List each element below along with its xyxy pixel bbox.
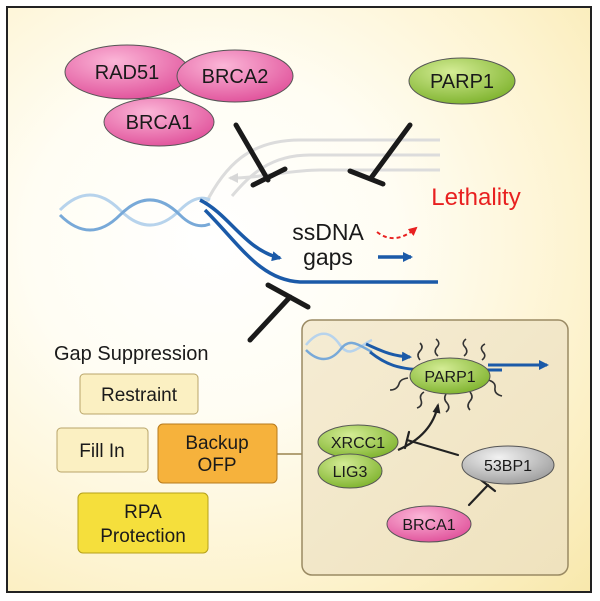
gap-suppression-heading: Gap Suppression xyxy=(54,343,209,365)
rad51-label: RAD51 xyxy=(95,62,159,84)
par-chains xyxy=(389,338,503,413)
fill-in-label: Fill In xyxy=(79,441,124,462)
brca1-label-top: BRCA1 xyxy=(126,112,193,134)
inhibition-symbols xyxy=(233,122,413,343)
brca2-label: BRCA2 xyxy=(202,66,269,88)
xrcc1-to-parp1-arrow xyxy=(397,403,441,452)
brca2-protein xyxy=(176,49,294,103)
parp1-protein-top xyxy=(408,57,516,105)
parp1-protein-inset xyxy=(409,357,491,395)
protection-label: Protection xyxy=(100,526,186,547)
lig3-label: LIG3 xyxy=(333,464,368,481)
lethality-label: Lethality xyxy=(431,184,520,211)
fill-in-box: Fill In xyxy=(56,427,149,473)
parp1-repair-inset: PARP1 XRCC1 LIG3 53BP1 BRCA1 xyxy=(301,319,569,576)
restraint-box: Restraint xyxy=(79,373,199,415)
53bp1-protein xyxy=(461,445,555,485)
53bp1-label: 53BP1 xyxy=(484,458,532,475)
faint-dna-strands xyxy=(203,138,440,206)
xrcc1-label: XRCC1 xyxy=(331,435,385,452)
parp1-label-top: PARP1 xyxy=(430,71,494,93)
lethality-arrow xyxy=(376,226,418,239)
dna-fork xyxy=(58,193,438,284)
brca-complex: RAD51 BRCA2 BRCA1 xyxy=(64,44,294,147)
parp1-label-inset: PARP1 xyxy=(424,369,475,386)
brca1-label-inset: BRCA1 xyxy=(402,517,455,534)
rpa-protection-box: RPA Protection xyxy=(77,492,209,554)
ofp-label: OFP xyxy=(197,455,236,476)
backup-label: Backup xyxy=(185,433,248,454)
rpa-label: RPA xyxy=(124,502,162,523)
backup-ofp-box: Backup OFP xyxy=(157,423,302,484)
brca1-protein-top xyxy=(103,97,215,147)
brca1-protein-inset xyxy=(386,505,472,543)
lig3-protein xyxy=(317,453,383,489)
gaps-label: gaps xyxy=(303,244,353,270)
inset-inhibitions xyxy=(403,430,497,507)
ssdna-label: ssDNA xyxy=(292,219,364,245)
restraint-label: Restraint xyxy=(101,385,178,406)
